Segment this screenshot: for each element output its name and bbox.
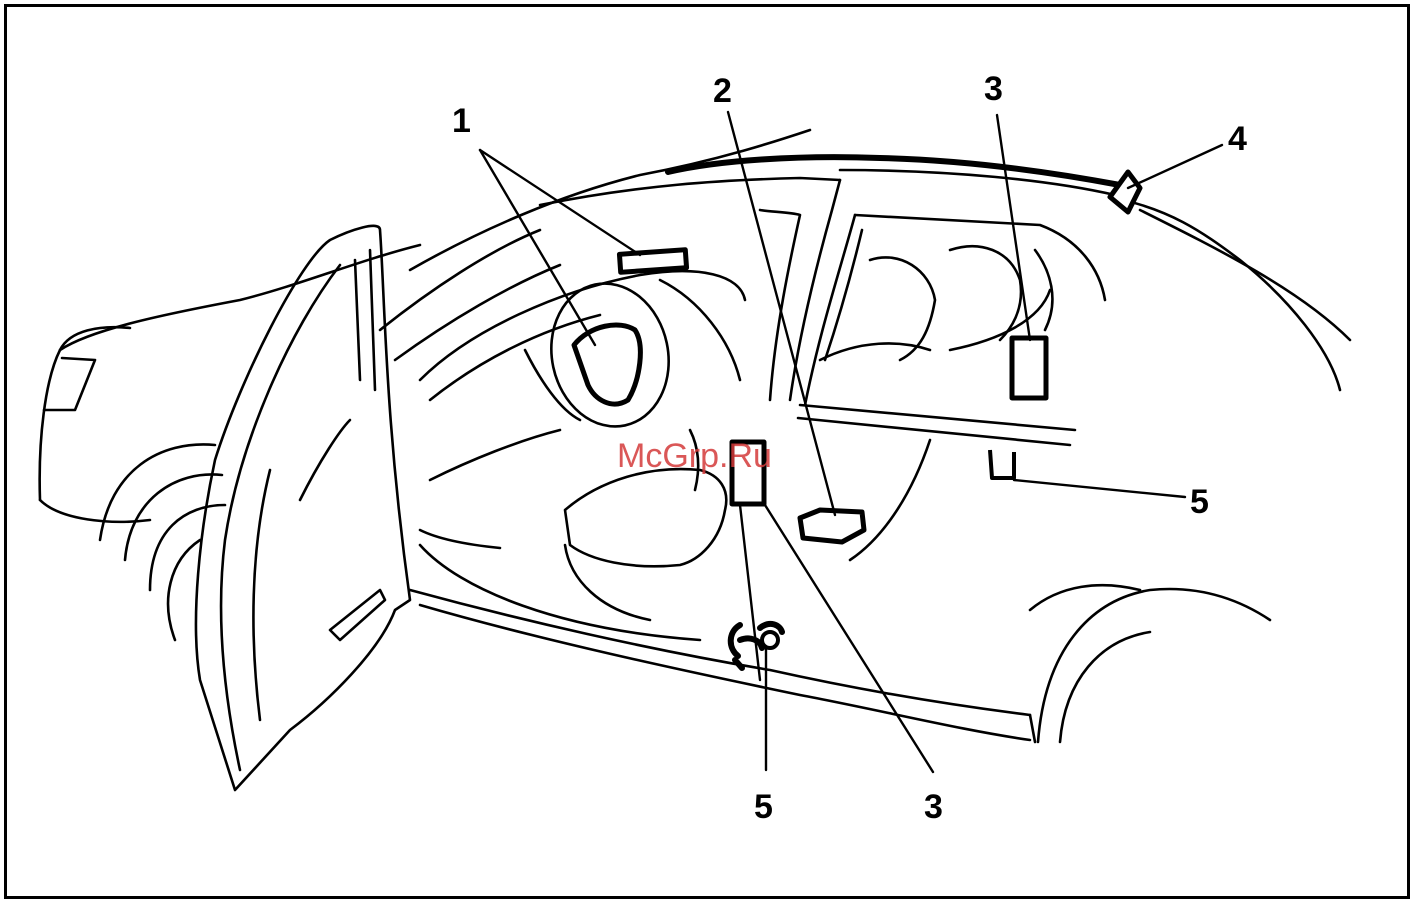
callout-5-bottom: 5	[754, 788, 773, 826]
callout-2: 2	[713, 72, 732, 110]
front-side-airbag	[729, 439, 767, 507]
open-front-door	[194, 224, 412, 792]
callout-5-right: 5	[1190, 483, 1209, 521]
interior-details	[418, 245, 1054, 642]
airbag-control-unit	[797, 507, 867, 545]
passenger-airbag-module	[616, 247, 690, 275]
car-body-outline	[38, 128, 1352, 744]
callout-4: 4	[1228, 120, 1247, 158]
roof-curtain-sensor	[1107, 169, 1143, 215]
callout-1: 1	[452, 102, 471, 140]
front-belt-pretensioner	[727, 620, 785, 671]
watermark-text: McGrp.Ru	[617, 437, 772, 475]
airbag-components	[571, 169, 1143, 671]
diagram-frame	[4, 4, 1410, 899]
rear-belt-pretensioner	[988, 449, 1016, 480]
callout-labels: 1 2 3 4 5 5 3	[452, 70, 1247, 826]
callout-3-bottom: 3	[924, 788, 943, 826]
leader-lines	[478, 110, 1224, 774]
rear-side-airbag	[1009, 335, 1049, 401]
driver-airbag-module	[571, 322, 643, 407]
callout-3-top: 3	[984, 70, 1003, 108]
